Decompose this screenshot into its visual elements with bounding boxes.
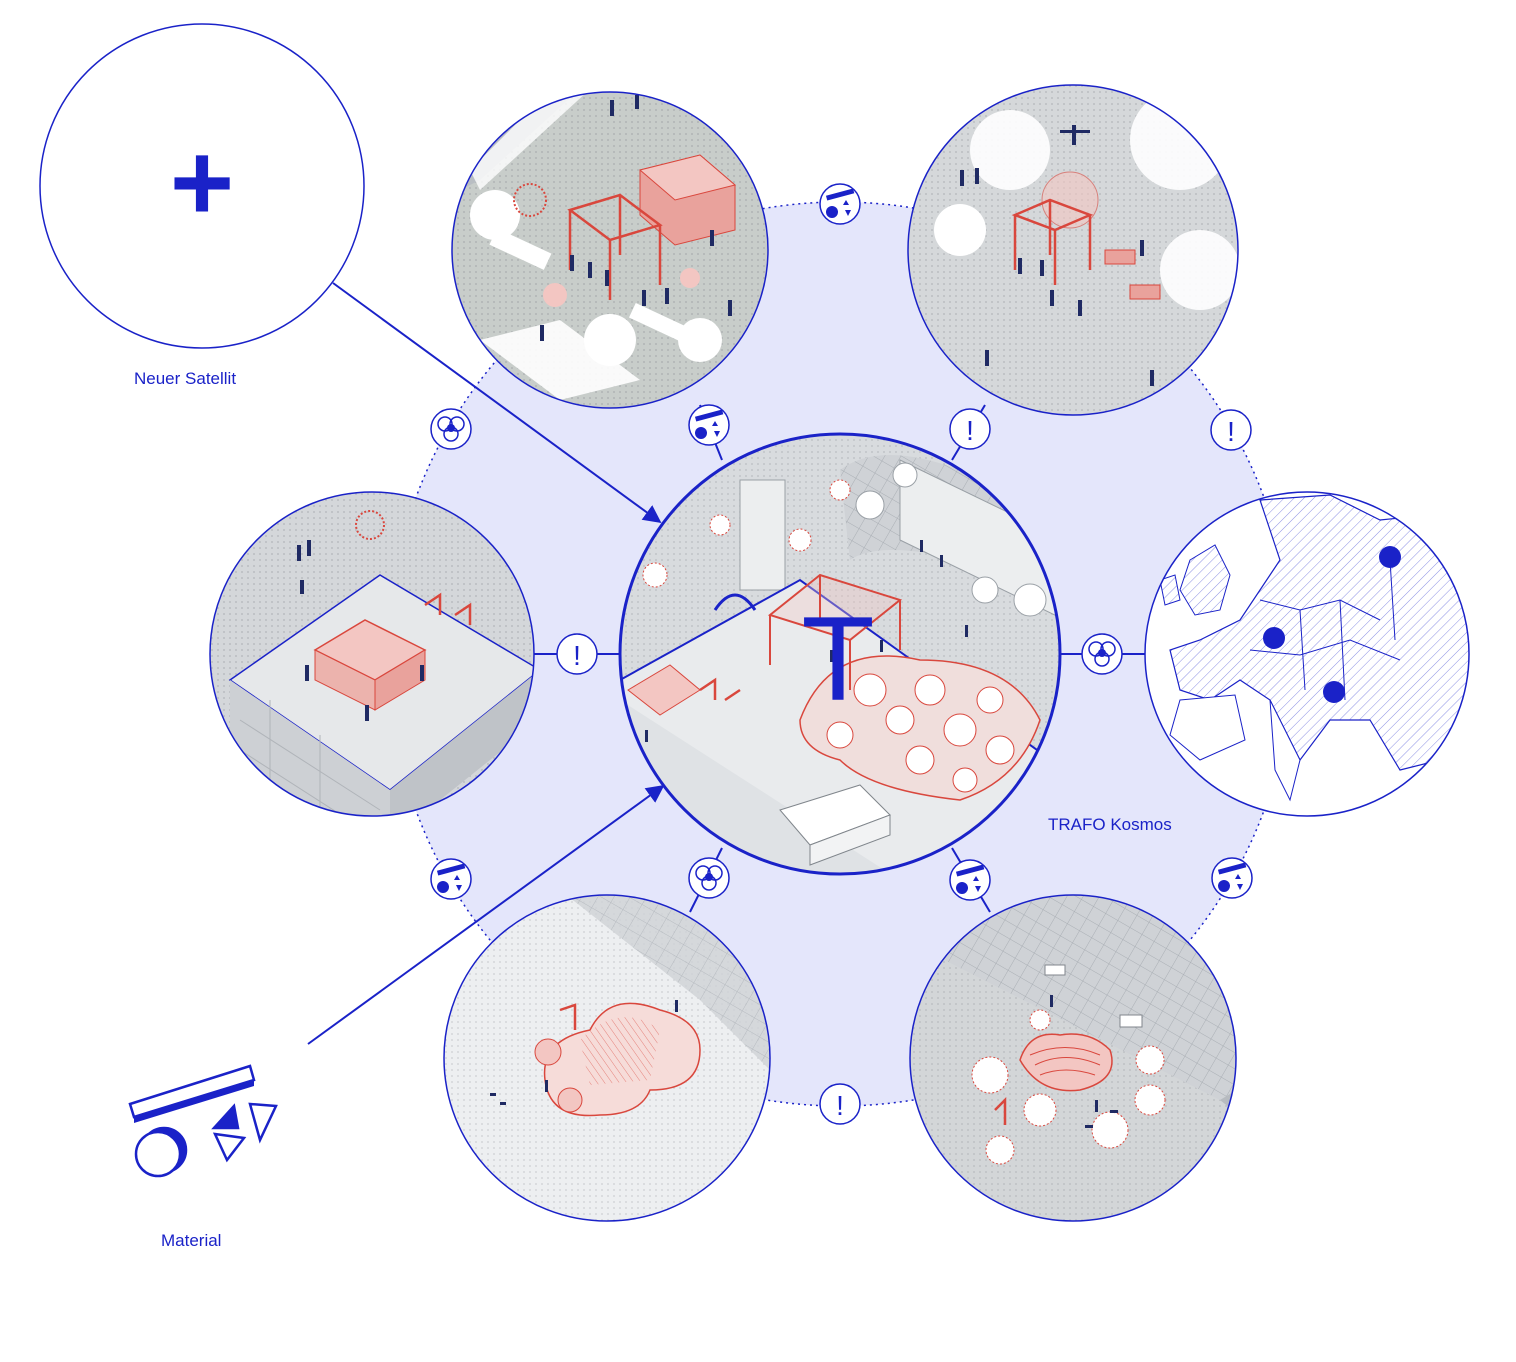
material-badge-icon[interactable]	[1211, 857, 1253, 899]
satellite-bottom-left[interactable]	[440, 890, 780, 1230]
satellite-bottom-right[interactable]	[905, 890, 1245, 1230]
network-badge-icon[interactable]	[1081, 633, 1123, 675]
trafo-t-logo: T	[801, 592, 874, 726]
map-location-dot[interactable]	[1323, 681, 1345, 703]
satellite-europe-map[interactable]	[1140, 490, 1480, 830]
exclamation-icon[interactable]: !	[556, 633, 598, 675]
exclamation-icon[interactable]: !	[1210, 409, 1252, 451]
trafo-hub[interactable]: T	[615, 430, 1065, 880]
plus-icon: +	[170, 121, 234, 244]
satellite-top-right[interactable]	[900, 80, 1240, 420]
material-symbol-icon[interactable]	[128, 1064, 278, 1178]
svg-text:!: !	[966, 415, 974, 446]
satellite-top-left[interactable]	[440, 80, 780, 420]
material-label: Material	[161, 1231, 222, 1250]
material-badge-icon[interactable]	[949, 859, 991, 901]
exclamation-icon[interactable]: !	[819, 1083, 861, 1125]
new-satellite-circle[interactable]: +	[39, 23, 365, 349]
svg-text:!: !	[836, 1090, 844, 1121]
exclamation-icon[interactable]: !	[949, 408, 991, 450]
material-badge-icon[interactable]	[688, 404, 730, 446]
material-arrow	[307, 784, 665, 1045]
material-badge-icon[interactable]	[430, 858, 472, 900]
svg-text:!: !	[573, 640, 581, 671]
svg-text:!: !	[1227, 416, 1235, 447]
map-location-dot[interactable]	[1379, 546, 1401, 568]
cosmos-label: TRAFO Kosmos	[1048, 815, 1172, 834]
satellite-middle-left[interactable]	[205, 490, 545, 840]
material-badge-icon[interactable]	[819, 183, 861, 225]
map-location-dot[interactable]	[1263, 627, 1285, 649]
new-satellite-label: Neuer Satellit	[134, 369, 237, 388]
satellite-arrow	[332, 282, 662, 524]
network-badge-icon[interactable]	[688, 857, 730, 899]
network-badge-icon[interactable]	[430, 408, 472, 450]
